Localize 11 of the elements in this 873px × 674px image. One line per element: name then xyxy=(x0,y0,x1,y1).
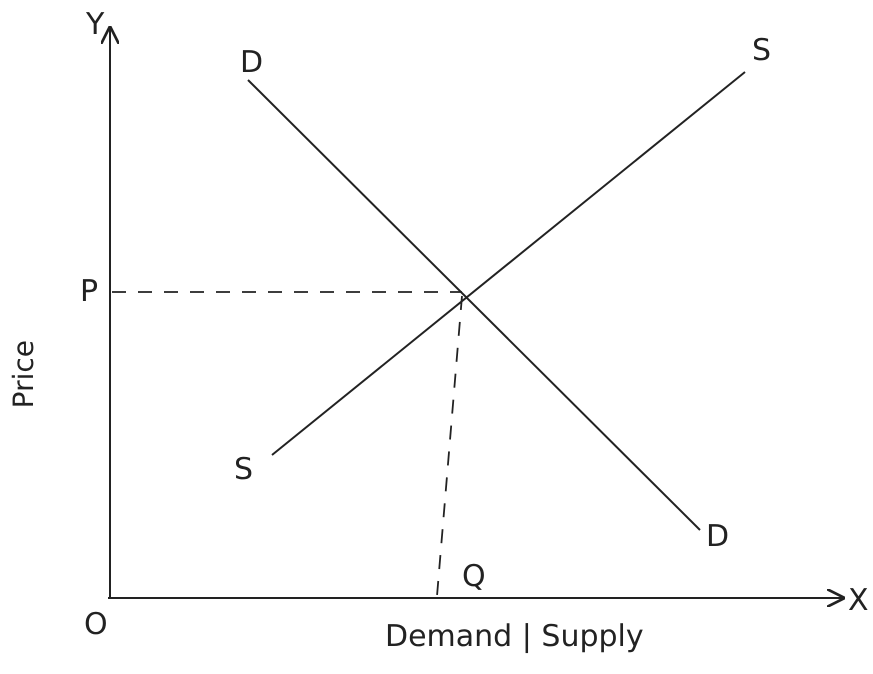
curve-label: D xyxy=(706,522,730,552)
axis-label: X xyxy=(848,586,869,616)
axis-title: Price xyxy=(10,340,38,408)
curve-label: D xyxy=(240,48,264,78)
curve-label: S xyxy=(234,455,254,485)
curve-label: S xyxy=(752,36,772,66)
axis-value-label: P xyxy=(80,277,98,307)
axis-value-label: Q xyxy=(462,562,486,592)
axis-title: Demand | Supply xyxy=(385,622,644,652)
axis-label: Y xyxy=(86,10,104,40)
origin-label: O xyxy=(84,610,108,640)
